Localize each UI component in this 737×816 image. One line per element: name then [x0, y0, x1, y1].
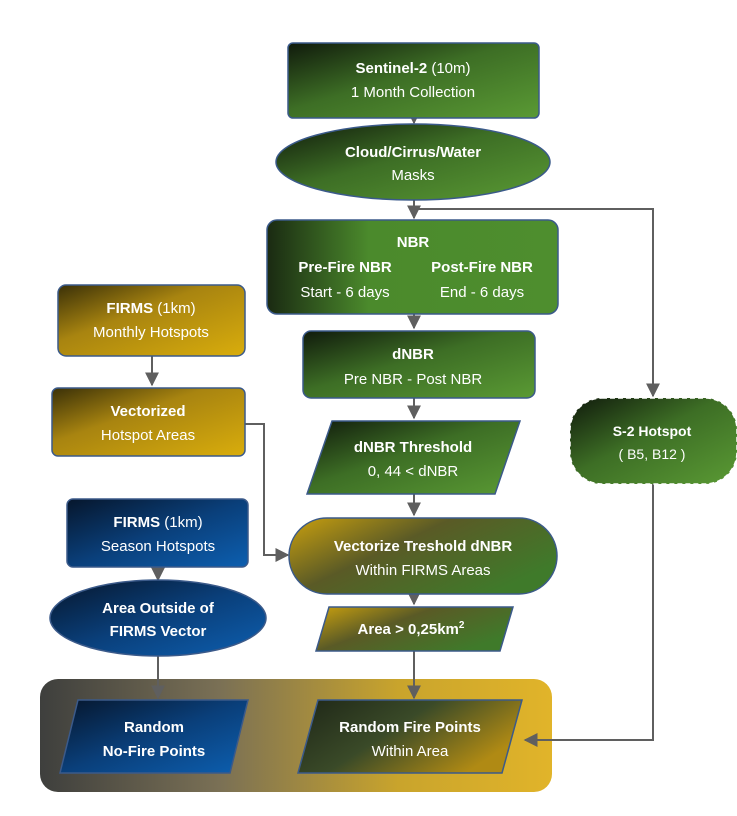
- svg-text:FIRMS (1km): FIRMS (1km): [113, 514, 202, 531]
- firms-season-subtitle: Season Hotspots: [101, 538, 215, 555]
- vectorize-stadium: Vectorize Treshold dNBR Within FIRMS Are…: [288, 517, 558, 595]
- sentinel-res: (10m): [427, 60, 470, 77]
- s2-hotspot-title: S-2 Hotspot: [613, 423, 692, 439]
- random-nofire-title: Random: [124, 719, 184, 736]
- random-fire-subtitle: Within Area: [372, 743, 449, 760]
- nbr-post-range: End - 6 days: [440, 284, 524, 301]
- svg-text:Area > 0,25km2: Area > 0,25km2: [358, 620, 465, 638]
- nbr-post-title: Post-Fire NBR: [431, 259, 533, 276]
- sentinel-title: Sentinel-2: [355, 60, 427, 77]
- threshold-title: dNBR Threshold: [354, 439, 472, 456]
- threshold-value: 0, 44 < dNBR: [368, 463, 459, 480]
- area-superscript: 2: [459, 620, 465, 631]
- arrow-vectorized-vectorize: [245, 423, 290, 562]
- masks-subtitle: Masks: [391, 167, 434, 184]
- firms-season-res: (1km): [160, 514, 203, 531]
- vectorize-title: Vectorize Treshold dNBR: [334, 538, 513, 555]
- random-nofire-parallelogram: Random No-Fire Points: [59, 699, 249, 774]
- area-parallelogram: Area > 0,25km2: [314, 606, 515, 652]
- vectorize-subtitle: Within FIRMS Areas: [355, 562, 490, 579]
- threshold-parallelogram: dNBR Threshold 0, 44 < dNBR: [305, 420, 522, 495]
- firms-monthly-res: (1km): [153, 300, 196, 317]
- nbr-pre-title: Pre-Fire NBR: [298, 259, 392, 276]
- outside-title: Area Outside of: [102, 600, 215, 617]
- vectorized-subtitle: Hotspot Areas: [101, 427, 195, 444]
- vectorized-title: Vectorized: [110, 403, 185, 420]
- dnbr-subtitle: Pre NBR - Post NBR: [344, 371, 483, 388]
- firms-monthly-subtitle: Monthly Hotspots: [93, 324, 209, 341]
- dnbr-box: dNBR Pre NBR - Post NBR: [302, 330, 536, 399]
- svg-text:Sentinel-2 (10m): Sentinel-2 (10m): [355, 60, 470, 77]
- svg-text:FIRMS (1km): FIRMS (1km): [106, 300, 195, 317]
- arrow-masks-s2hotspot: [414, 208, 660, 398]
- s2-hotspot-bands: ( B5, B12 ): [619, 446, 686, 462]
- firms-season-title: FIRMS: [113, 514, 160, 531]
- nbr-box: NBR Pre-Fire NBR Start - 6 days Post-Fir…: [266, 219, 559, 315]
- firms-monthly-box: FIRMS (1km) Monthly Hotspots: [57, 284, 246, 357]
- firms-season-box: FIRMS (1km) Season Hotspots: [66, 498, 249, 568]
- firms-monthly-title: FIRMS: [106, 300, 153, 317]
- sentinel-subtitle: 1 Month Collection: [351, 84, 475, 101]
- vectorized-box: Vectorized Hotspot Areas: [51, 387, 246, 457]
- random-nofire-subtitle: No-Fire Points: [103, 743, 206, 760]
- masks-title: Cloud/Cirrus/Water: [345, 144, 481, 161]
- sentinel-box: Sentinel-2 (10m) 1 Month Collection: [287, 42, 540, 119]
- arrow-s2hotspot-randomfire: [523, 484, 654, 747]
- masks-ellipse: Cloud/Cirrus/Water Masks: [275, 123, 551, 201]
- random-fire-parallelogram: Random Fire Points Within Area: [297, 699, 523, 774]
- area-label: Area > 0,25km: [358, 621, 459, 638]
- s2-hotspot-box: S-2 Hotspot ( B5, B12 ): [569, 397, 737, 485]
- connectors: [145, 110, 660, 747]
- dnbr-title: dNBR: [392, 346, 434, 363]
- nbr-pre-range: Start - 6 days: [300, 284, 389, 301]
- random-fire-title: Random Fire Points: [339, 719, 481, 736]
- outside-subtitle: FIRMS Vector: [110, 623, 207, 640]
- nbr-title: NBR: [397, 234, 430, 251]
- outside-ellipse: Area Outside of FIRMS Vector: [49, 579, 267, 657]
